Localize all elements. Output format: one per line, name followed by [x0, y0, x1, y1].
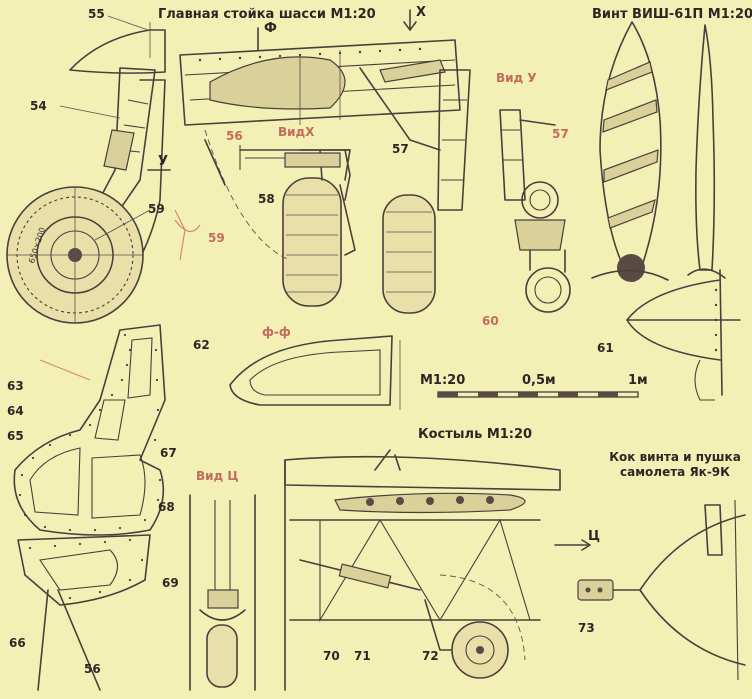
wing-section-gear-retraction	[179, 9, 471, 314]
door-rivets	[18, 333, 162, 600]
callout-56-top: 56	[226, 129, 243, 143]
callout-58: 58	[258, 192, 275, 206]
section-phi-profile	[229, 335, 401, 410]
label-view-x: ВидХ	[278, 125, 315, 139]
scale-label: М1:20	[420, 373, 466, 388]
tail-wheel-assembly	[284, 449, 591, 691]
callout-55: 55	[88, 7, 105, 21]
callout-71: 71	[354, 649, 371, 663]
callout-59-detail: 59	[208, 231, 225, 245]
label-view-c: Вид Ц	[196, 469, 239, 483]
title-tail-wheel: Костыль М1:20	[418, 427, 533, 442]
callout-56-bottom: 56	[84, 662, 101, 676]
spinner-and-cannon	[577, 499, 746, 681]
callout-66: 66	[9, 636, 26, 650]
view-x-detail	[239, 145, 351, 201]
callout-59-wheel: 59	[148, 202, 165, 216]
scale-bar-graphic	[437, 391, 639, 398]
callout-67: 67	[160, 446, 177, 460]
callout-61: 61	[597, 341, 614, 355]
callout-63: 63	[7, 379, 24, 393]
title-spinner-cannon: Кок винта и пушка самолета Як-9К	[609, 450, 741, 479]
gear-door-assembly	[13, 324, 166, 691]
marker-phi: Ф	[264, 21, 277, 36]
marker-c: Ц	[588, 529, 601, 544]
callout-64: 64	[7, 404, 24, 418]
callout-70: 70	[323, 649, 340, 663]
callout-73: 73	[578, 621, 595, 635]
callout-57-view-y: 57	[552, 127, 569, 141]
callout-57-wing: 57	[392, 142, 409, 156]
label-section-phi: ф-ф	[262, 325, 291, 339]
main-gear-side-view	[6, 15, 171, 324]
callout-69: 69	[162, 576, 179, 590]
marker-x: Х	[416, 5, 427, 20]
title-propeller: Винт ВИШ-61П М1:20	[592, 7, 752, 22]
propeller-blade-side	[687, 24, 726, 279]
label-view-y: Вид У	[496, 71, 537, 85]
view-y-detail	[499, 109, 571, 313]
callout-60: 60	[482, 314, 499, 328]
spinner-side-top	[626, 269, 741, 401]
callout-54: 54	[30, 99, 47, 113]
callout-72: 72	[422, 649, 439, 663]
callout-68: 68	[158, 500, 175, 514]
callout-65: 65	[7, 429, 24, 443]
propeller-blade-front	[591, 21, 669, 282]
scale-mid-label: 0,5м	[522, 373, 556, 388]
view-c-tail-wheel-front	[189, 494, 256, 691]
scale-end-label: 1м	[628, 373, 648, 388]
callout-62: 62	[193, 338, 210, 352]
marker-y: У	[158, 154, 169, 169]
title-main-gear: Главная стойка шасси М1:20	[158, 7, 376, 22]
